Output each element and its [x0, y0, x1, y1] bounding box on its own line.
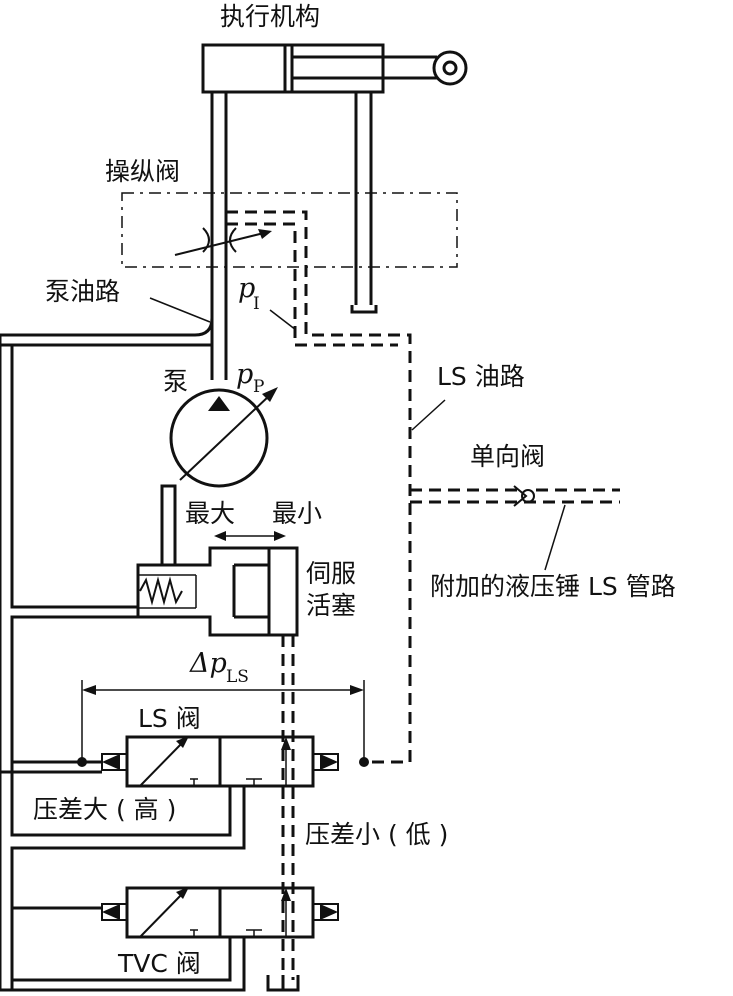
label-p-p: p: [236, 359, 253, 390]
label-p-i: p: [238, 273, 255, 304]
label-ls-valve: LS 阀: [138, 704, 201, 733]
label-p-p-sub: P: [253, 377, 264, 397]
label-actuator: 执行机构: [220, 2, 320, 31]
label-control-valve: 操纵阀: [105, 157, 180, 186]
swash-link: [160, 484, 177, 567]
label-extra-ls-pipe: 附加的液压锤 LS 管路: [430, 572, 676, 601]
label-p-i-sub: I: [253, 294, 260, 314]
label-delta-p-sub: LS: [226, 667, 249, 687]
tvc-valve: [0, 886, 339, 992]
label-servo-2: 活塞: [306, 591, 356, 620]
pump-symbol: [169, 387, 278, 488]
label-delta-p: Δp: [189, 648, 227, 679]
label-servo-1: 伺服: [306, 559, 356, 588]
check-valve-symbol: [513, 485, 535, 507]
label-pump-line: 泵油路: [45, 277, 120, 306]
label-ls-line: LS 油路: [437, 362, 525, 391]
delta-p-dimension: [81, 680, 365, 760]
servo-piston: [136, 546, 299, 637]
control-valve: [121, 192, 458, 268]
label-max: 最大: [185, 499, 235, 528]
pump-supply-line: [0, 92, 228, 380]
servo-signal-line: [266, 635, 300, 992]
label-min: 最小: [272, 499, 322, 528]
max-min-arrow: [214, 531, 286, 541]
label-check-valve: 单向阀: [470, 442, 545, 471]
label-high-diff: 压差大 ( 高 ): [33, 795, 176, 824]
ls-pilot-line: [226, 210, 620, 764]
label-tvc-valve: TVC 阀: [117, 949, 201, 978]
label-pump: 泵: [163, 367, 188, 396]
label-low-diff: 压差小 ( 低 ): [305, 820, 448, 849]
leader-lines: [149, 297, 566, 571]
ls-valve: [0, 615, 369, 990]
pump-case-loop: [0, 335, 212, 990]
actuator-cylinder: [201, 43, 468, 94]
return-line: [350, 92, 378, 314]
